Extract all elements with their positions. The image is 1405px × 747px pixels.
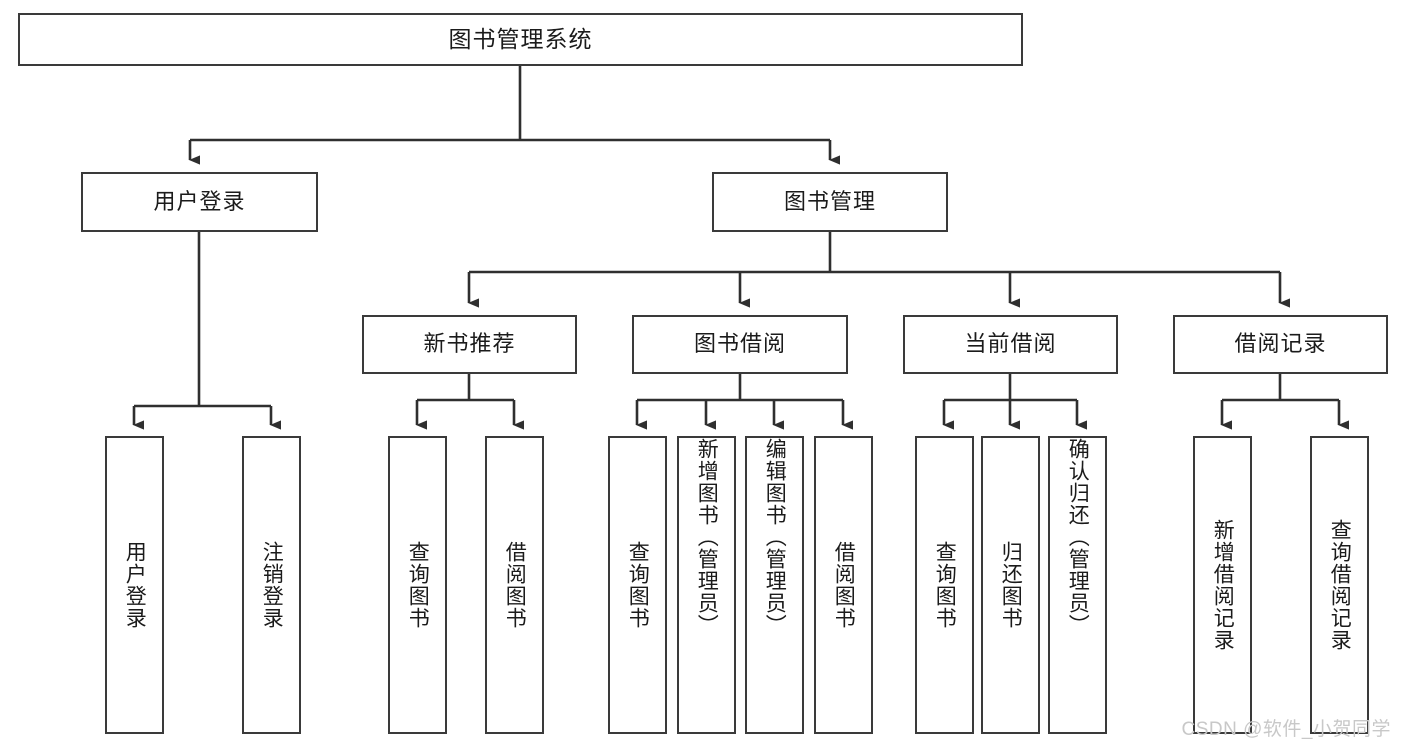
node-leaf-query-book-1-label: 查询图书 [406,541,430,629]
node-leaf-query-record[interactable]: 查询借阅记录 [1310,436,1369,734]
node-leaf-return-book[interactable]: 归还图书 [981,436,1040,734]
node-leaf-add-record[interactable]: 新增借阅记录 [1193,436,1252,734]
node-book-borrow[interactable]: 图书借阅 [632,315,848,374]
node-leaf-query-book-2-label: 查询图书 [626,541,650,629]
node-leaf-confirm-return-label: 确认归还（管理员） [1066,438,1090,636]
node-leaf-user-logout-label: 注销登录 [260,541,284,629]
csdn-watermark: CSDN @软件_小贺同学 [1181,719,1391,740]
node-current-borrow-label: 当前借阅 [964,331,1057,357]
node-leaf-edit-book-label: 编辑图书（管理员） [763,438,787,636]
node-root[interactable]: 图书管理系统 [18,13,1023,66]
node-leaf-add-book[interactable]: 新增图书（管理员） [677,436,736,734]
node-leaf-query-book-2[interactable]: 查询图书 [608,436,667,734]
node-leaf-borrow-book-1-label: 借阅图书 [503,541,527,629]
node-leaf-user-logout[interactable]: 注销登录 [242,436,301,734]
node-root-label: 图书管理系统 [448,25,593,52]
node-leaf-borrow-book-2[interactable]: 借阅图书 [814,436,873,734]
node-leaf-user-login-label: 用户登录 [123,541,147,629]
node-current-borrow[interactable]: 当前借阅 [903,315,1118,374]
node-book-manage-label: 图书管理 [783,188,876,214]
node-leaf-user-login[interactable]: 用户登录 [105,436,164,734]
node-leaf-borrow-book-2-label: 借阅图书 [832,541,856,629]
node-user-login[interactable]: 用户登录 [81,172,318,232]
node-leaf-confirm-return[interactable]: 确认归还（管理员） [1048,436,1107,734]
node-new-book-recommend[interactable]: 新书推荐 [362,315,577,374]
node-leaf-query-record-label: 查询借阅记录 [1328,519,1352,651]
node-leaf-add-record-label: 新增借阅记录 [1211,519,1235,651]
node-user-login-label: 用户登录 [153,188,246,214]
node-leaf-query-book-3[interactable]: 查询图书 [915,436,974,734]
node-borrow-record[interactable]: 借阅记录 [1173,315,1388,374]
node-borrow-record-label: 借阅记录 [1234,331,1327,357]
node-leaf-return-book-label: 归还图书 [999,541,1023,629]
node-leaf-borrow-book-1[interactable]: 借阅图书 [485,436,544,734]
node-book-borrow-label: 图书借阅 [693,331,786,357]
node-leaf-query-book-3-label: 查询图书 [933,541,957,629]
node-new-book-recommend-label: 新书推荐 [423,331,516,357]
node-leaf-query-book-1[interactable]: 查询图书 [388,436,447,734]
node-leaf-add-book-label: 新增图书（管理员） [695,438,719,636]
node-book-manage[interactable]: 图书管理 [712,172,948,232]
node-leaf-edit-book[interactable]: 编辑图书（管理员） [745,436,804,734]
